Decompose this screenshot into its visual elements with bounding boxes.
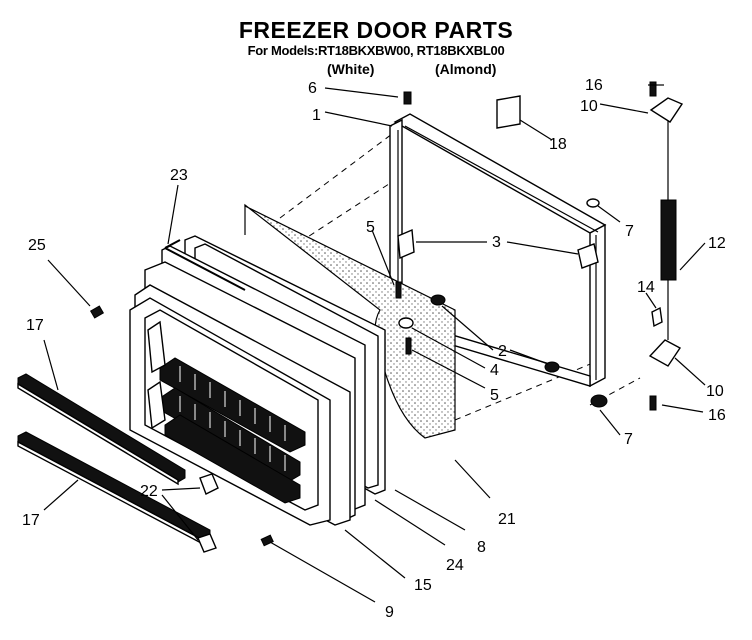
callout-4: 4 (490, 362, 499, 379)
callout-21: 21 (498, 511, 516, 528)
callout-9: 9 (385, 604, 394, 621)
callout-22: 22 (140, 483, 158, 500)
callout-12: 12 (708, 235, 726, 252)
callout-14: 14 (637, 279, 655, 296)
models-line: For Models:RT18BKXBW00, RT18BKXBL00 (247, 43, 505, 58)
callout-16-bottom: 16 (708, 407, 726, 424)
callout-5-bottom: 5 (490, 387, 499, 404)
callout-17-top: 17 (26, 317, 44, 334)
page-title: FREEZER DOOR PARTS (238, 17, 514, 43)
callout-1: 1 (312, 107, 321, 124)
callout-15: 15 (414, 577, 432, 594)
callout-7-top: 7 (625, 223, 634, 240)
hinge-part (648, 97, 684, 367)
hinge-bracket-part (397, 228, 599, 269)
label-plate-part (496, 95, 521, 129)
callout-10-bottom: 10 (706, 383, 724, 400)
door-liner-part (129, 297, 331, 526)
door-shelf-bar-part (17, 373, 211, 546)
color-white-label: (White) (327, 61, 375, 77)
callout-10-top: 10 (580, 98, 598, 115)
callout-2: 2 (498, 343, 507, 360)
callout-7-bottom: 7 (624, 431, 633, 448)
callout-18: 18 (549, 136, 567, 153)
callout-labels: 6 1 18 16 10 7 3 5 12 14 2 4 5 10 16 7 2… (22, 77, 726, 621)
screw-part (89, 81, 657, 547)
hinge-pin-part (651, 306, 663, 328)
callout-6: 6 (308, 80, 317, 97)
color-almond-label: (Almond) (435, 61, 497, 77)
washer-part (398, 294, 560, 373)
end-cap-part (197, 473, 219, 553)
door-stop-part (586, 198, 608, 408)
callout-5-top: 5 (366, 219, 375, 236)
closer-rod-part (660, 112, 677, 340)
callout-23: 23 (170, 167, 188, 184)
callout-24: 24 (446, 557, 464, 574)
callout-17-bottom: 17 (22, 512, 40, 529)
callout-3: 3 (492, 234, 501, 251)
breaker-strip-part (164, 239, 246, 291)
callout-16-top: 16 (585, 77, 603, 94)
callout-25: 25 (28, 237, 46, 254)
callout-8: 8 (477, 539, 486, 556)
leader-lines (43, 84, 706, 603)
